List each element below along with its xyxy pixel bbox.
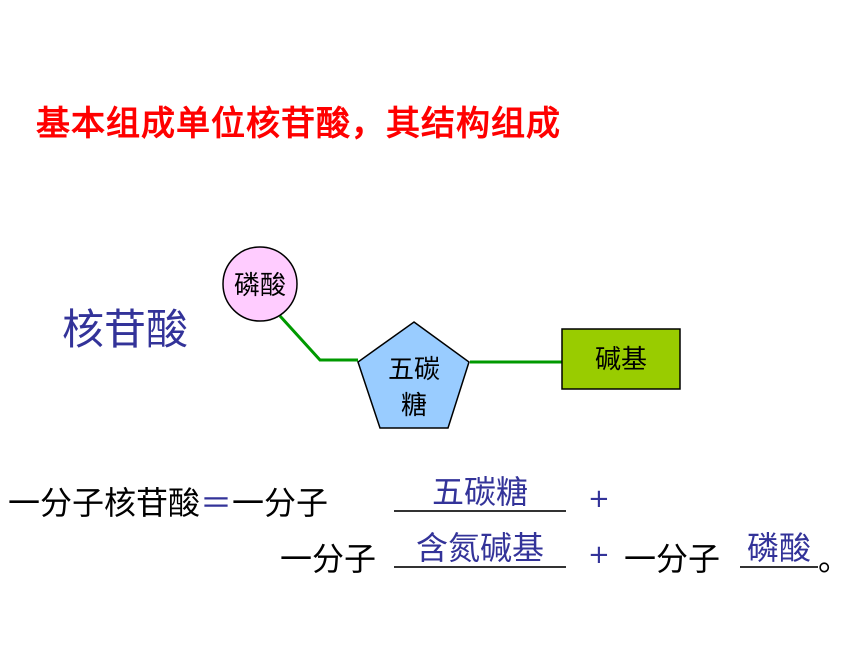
sugar-text-line2: 糖 <box>401 391 427 421</box>
sugar-pentagon <box>357 321 470 429</box>
end-period: 。 <box>818 540 851 578</box>
equation-lhs: 一分子核苷酸＝一分子 <box>8 478 328 524</box>
base-answer-blank: 含氮碱基 <box>394 530 566 568</box>
phosphate-answer-blank: 磷酸 <box>740 530 818 568</box>
plus-sign-2: + <box>588 540 610 570</box>
phosphate-circle <box>222 246 298 322</box>
part2-prefix: 一分子 <box>280 540 377 578</box>
part3-prefix: 一分子 <box>624 540 721 578</box>
base-rect <box>561 328 681 390</box>
base-text: 碱基 <box>595 345 647 375</box>
slide-title: 基本组成单位核苷酸，其结构组成 <box>36 104 561 144</box>
nucleotide-label: 核苷酸 <box>62 305 189 354</box>
equals-sign: ＝ <box>200 484 233 522</box>
plus-sign-1: + <box>588 484 610 514</box>
part1-prefix: 一分子 <box>232 484 329 522</box>
lhs-text: 一分子核苷酸 <box>8 484 201 522</box>
phosphate-sugar-connector <box>278 314 358 362</box>
phosphate-text: 磷酸 <box>234 271 286 301</box>
sugar-answer-blank: 五碳糖 <box>394 474 566 512</box>
sugar-text-line1: 五碳 <box>388 355 440 385</box>
